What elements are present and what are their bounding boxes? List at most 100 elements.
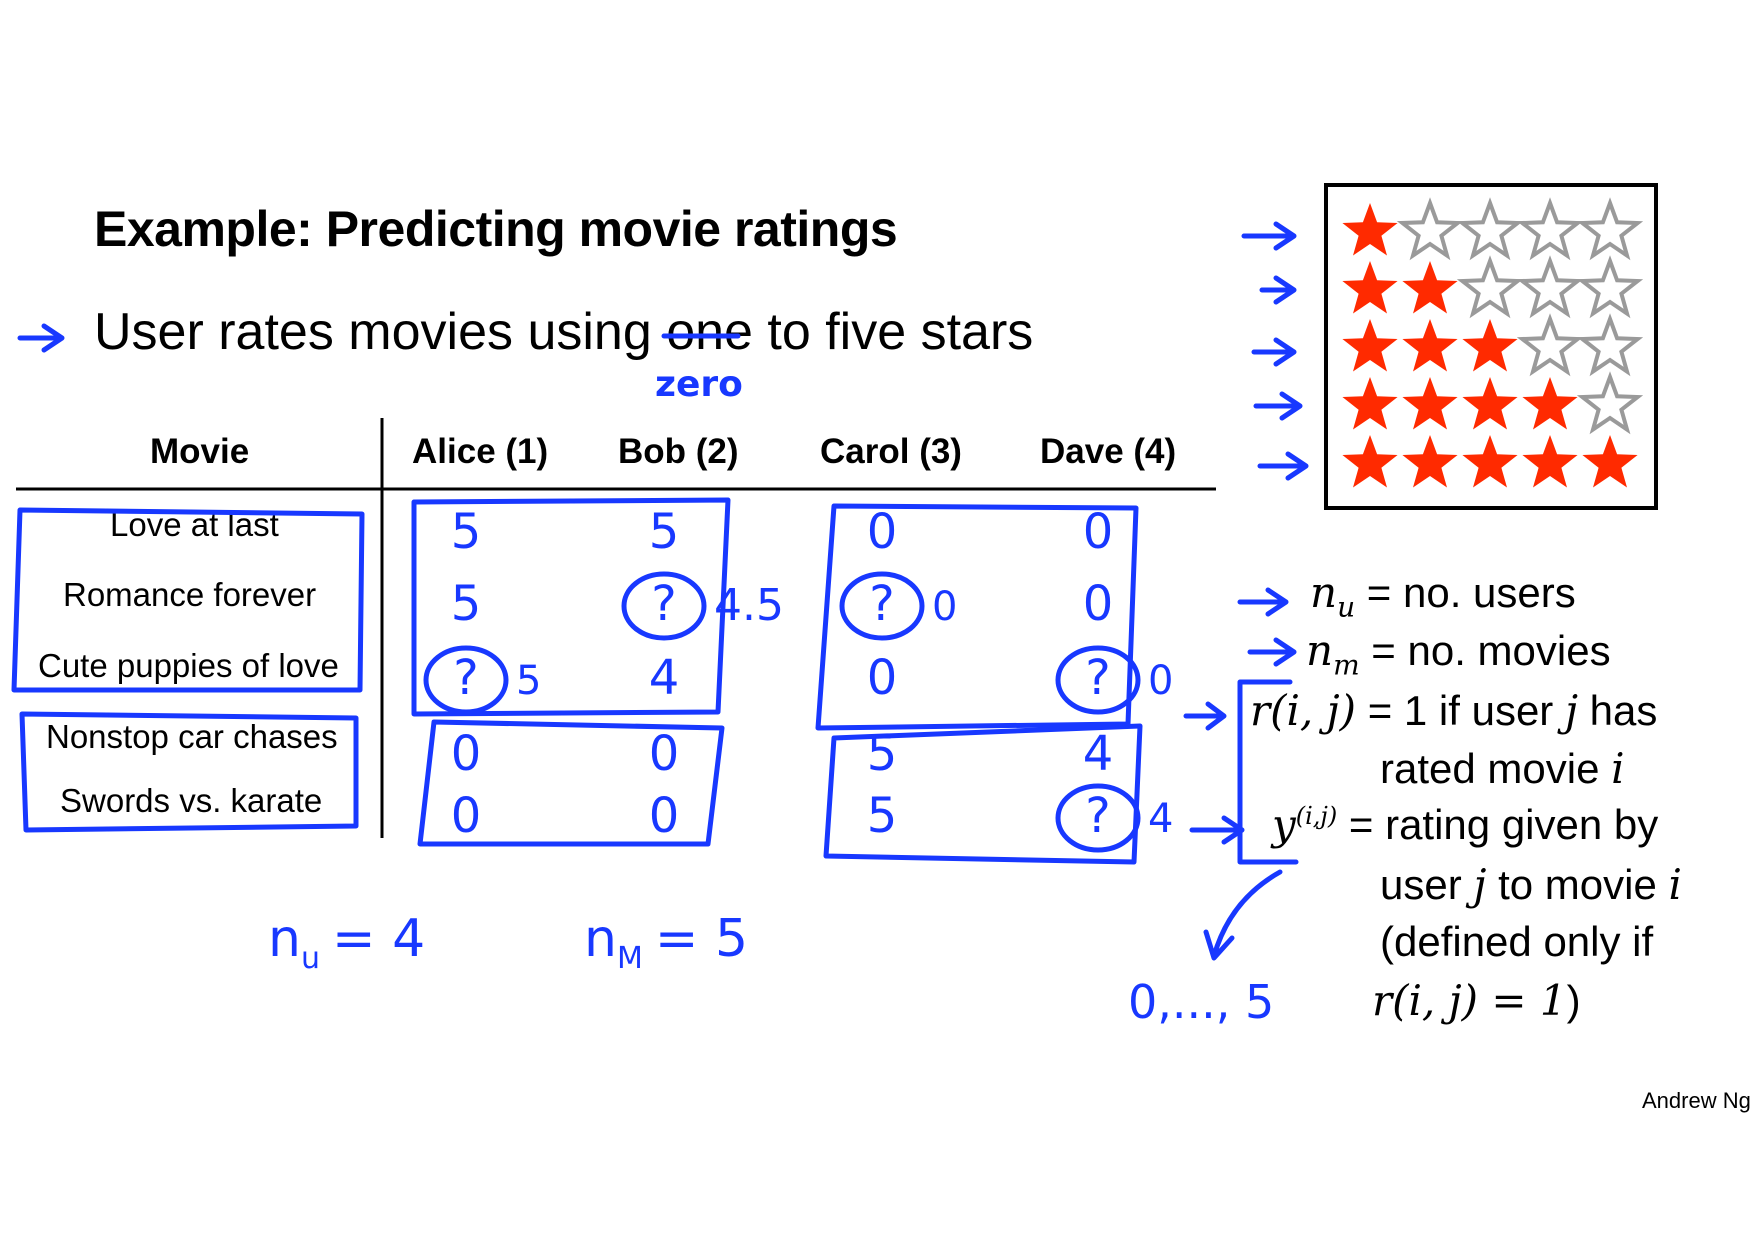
curved-arrow-icon bbox=[1203, 869, 1283, 961]
bullet-text-before: User rates movies using bbox=[94, 303, 667, 361]
predicted-rating: 0 bbox=[932, 584, 957, 630]
def-nu: nu = no. users bbox=[1310, 568, 1576, 623]
bullet-struck-word: one bbox=[666, 303, 753, 361]
predicted-rating: 5 bbox=[516, 658, 541, 704]
box-action-alice-bob bbox=[417, 719, 725, 847]
rating-cell: 0 bbox=[451, 726, 482, 782]
movie-nonstop-car-chases: Nonstop car chases bbox=[46, 718, 338, 755]
def-r-line2: rated movie i bbox=[1380, 744, 1625, 793]
box-romance-movies bbox=[11, 507, 365, 693]
star-empty-icon bbox=[1516, 197, 1584, 261]
unknown-rating-circle bbox=[1055, 783, 1141, 853]
star-filled-icon bbox=[1342, 261, 1398, 314]
star-filled-icon bbox=[1402, 377, 1458, 430]
def-r: r(i, j) = 1 if user j has bbox=[1250, 686, 1657, 735]
arrow-icon bbox=[1247, 637, 1297, 667]
def-y-text-2: user bbox=[1380, 861, 1462, 908]
def-y-line3: (defined only if bbox=[1380, 918, 1654, 965]
def-y-text-1: = rating given by bbox=[1348, 801, 1659, 848]
rating-cell: ? bbox=[651, 576, 676, 632]
predicted-rating: 0 bbox=[1148, 658, 1173, 704]
star-empty-icon bbox=[1456, 255, 1524, 319]
def-y-line2: user j to movie i bbox=[1380, 860, 1682, 909]
unknown-rating-circle bbox=[423, 645, 509, 715]
bullet-text-after: to five stars bbox=[752, 303, 1034, 361]
handwritten-range: 0,..., 5 bbox=[1128, 975, 1274, 1029]
author-credit: Andrew Ng bbox=[1642, 1088, 1751, 1113]
handwritten-nu: nu= 4 bbox=[268, 909, 425, 976]
star-empty-icon bbox=[1516, 313, 1584, 377]
star-empty-icon bbox=[1576, 197, 1644, 261]
def-y: y(i,j) = rating given by bbox=[1272, 800, 1658, 849]
star-filled-icon bbox=[1342, 203, 1398, 256]
rating-cell: 5 bbox=[649, 504, 680, 560]
def-r-j: j bbox=[1564, 686, 1578, 735]
def-nu-symbol: n bbox=[1310, 568, 1338, 617]
box-romance-alice-bob bbox=[411, 497, 731, 717]
rating-cell: ? bbox=[1085, 650, 1110, 706]
header-alice: Alice (1) bbox=[412, 432, 549, 471]
star-empty-icon bbox=[1576, 371, 1644, 435]
definitions-bracket bbox=[1237, 679, 1299, 865]
arrow-icon bbox=[1237, 587, 1289, 617]
handwritten-nm: nM= 5 bbox=[584, 909, 748, 976]
def-y-i: i bbox=[1668, 860, 1682, 909]
predicted-rating: 4 bbox=[1148, 796, 1173, 842]
def-r-i: i bbox=[1611, 744, 1625, 793]
star-row-arrows bbox=[1241, 221, 1309, 481]
bullet-arrow-icon bbox=[17, 323, 65, 353]
def-y-sup: (i,j) bbox=[1295, 802, 1338, 830]
handwritten-nm-eq: = 5 bbox=[655, 909, 748, 969]
annotation-zero: zero bbox=[655, 364, 743, 405]
arrow-icon bbox=[1241, 221, 1297, 251]
rating-cell: 0 bbox=[649, 726, 680, 782]
def-r-text-2: has bbox=[1589, 687, 1658, 734]
rating-cell: 0 bbox=[649, 788, 680, 844]
def-y-j: j bbox=[1473, 860, 1487, 909]
star-filled-icon bbox=[1582, 435, 1638, 488]
rating-cell: 4 bbox=[649, 650, 680, 706]
slide-title: Example: Predicting movie ratings bbox=[94, 201, 898, 257]
stars-layer bbox=[1342, 197, 1644, 488]
def-y-close: ) bbox=[1566, 977, 1581, 1024]
rating-cell: 0 bbox=[867, 504, 898, 560]
star-filled-icon bbox=[1342, 377, 1398, 430]
handwritten-nu-sub: u bbox=[301, 941, 320, 976]
star-empty-icon bbox=[1456, 197, 1524, 261]
def-r-text-1: = 1 if user bbox=[1367, 687, 1554, 734]
rating-cell: 4 bbox=[1083, 726, 1114, 782]
predicted-rating: 4.5 bbox=[714, 580, 784, 631]
rating-cell: 0 bbox=[451, 788, 482, 844]
star-empty-icon bbox=[1576, 313, 1644, 377]
hand-drawn-boxes bbox=[11, 497, 1143, 865]
star-rating-box bbox=[1324, 183, 1658, 510]
star-filled-icon bbox=[1462, 377, 1518, 430]
rating-cell: 5 bbox=[867, 726, 898, 782]
rating-cell: 5 bbox=[451, 504, 482, 560]
star-filled-icon bbox=[1402, 319, 1458, 372]
rating-cell: 5 bbox=[867, 788, 898, 844]
unknown-rating-circle bbox=[621, 571, 707, 641]
star-empty-icon bbox=[1396, 197, 1464, 261]
handwritten-nu-eq: = 4 bbox=[332, 909, 425, 969]
arrow-icon bbox=[1189, 815, 1245, 845]
unknown-rating-circle bbox=[839, 571, 925, 641]
def-y-text-3: to movie bbox=[1498, 861, 1657, 908]
def-nm: nm = no. movies bbox=[1306, 626, 1611, 681]
rating-cell: 5 bbox=[451, 576, 482, 632]
arrow-icon bbox=[1251, 337, 1297, 367]
arrow-icon bbox=[1183, 701, 1227, 731]
header-movie: Movie bbox=[150, 432, 250, 471]
star-empty-icon bbox=[1576, 255, 1644, 319]
star-filled-icon bbox=[1462, 319, 1518, 372]
rating-cell: 0 bbox=[1083, 576, 1114, 632]
star-filled-icon bbox=[1342, 435, 1398, 488]
def-nm-text: = no. movies bbox=[1371, 627, 1611, 674]
star-filled-icon bbox=[1342, 319, 1398, 372]
def-y-condition: r(i, j) = 1 bbox=[1372, 976, 1567, 1025]
arrow-icon bbox=[1253, 391, 1303, 421]
rating-cell: ? bbox=[869, 576, 894, 632]
